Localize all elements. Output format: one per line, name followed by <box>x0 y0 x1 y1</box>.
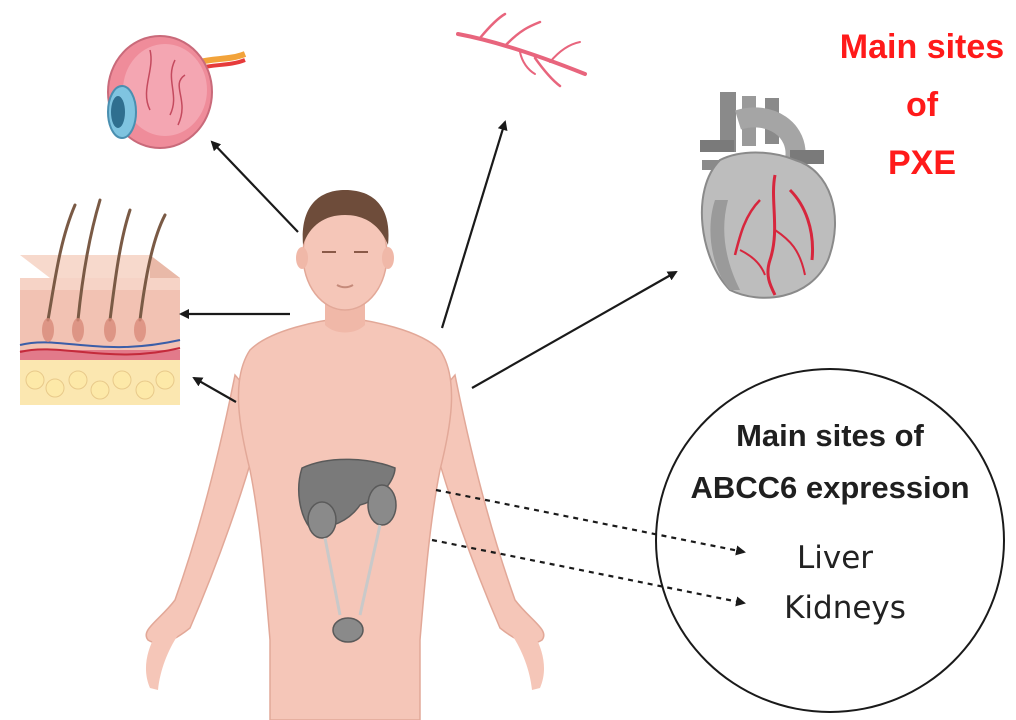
abcc6-heading-line2: ABCC6 expression <box>655 462 1005 514</box>
abcc6-item-liver: Liver <box>660 540 1010 576</box>
skin-cross-section-icon <box>20 200 180 405</box>
abcc6-item-kidneys: Kidneys <box>670 590 1016 626</box>
arrow-to-eye <box>212 142 298 232</box>
pxe-heading-line1: Main sites <box>832 18 1012 76</box>
abcc6-heading-line1: Main sites of <box>655 410 1005 462</box>
pxe-heading-line2: of <box>832 76 1012 134</box>
blood-vessel-icon <box>458 14 585 86</box>
pxe-heading-line3: PXE <box>832 134 1012 192</box>
heart-icon <box>700 92 835 298</box>
human-body-figure <box>146 190 544 720</box>
abcc6-heading: Main sites of ABCC6 expression <box>655 410 1005 514</box>
eye-icon <box>108 36 245 148</box>
arrow-to-vessel <box>442 122 505 328</box>
arrow-to-skin-lower <box>194 378 236 402</box>
arrow-to-heart <box>472 272 676 388</box>
pxe-heading: Main sites of PXE <box>832 18 1012 192</box>
